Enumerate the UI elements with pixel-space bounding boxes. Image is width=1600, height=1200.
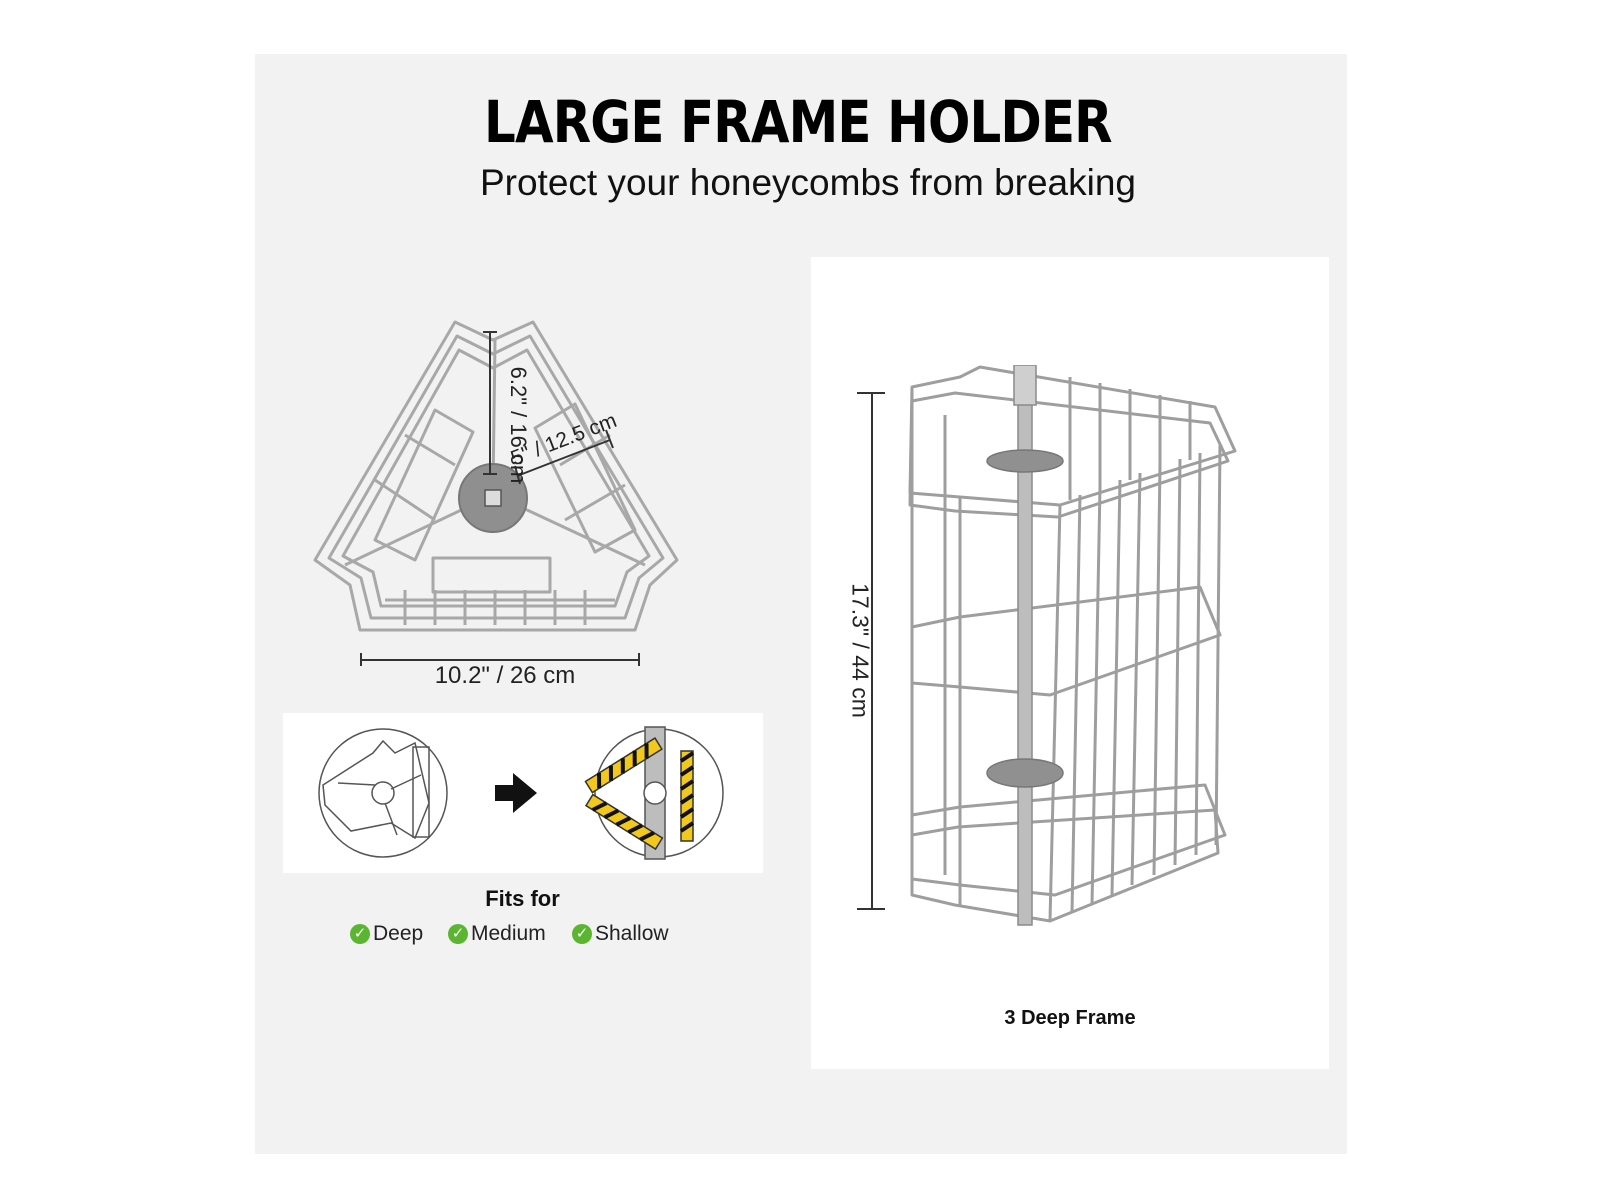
width-dimension-line: [360, 653, 640, 673]
fits-for-list: ✓ Deep ✓ Medium ✓ Shallow: [350, 922, 690, 952]
check-icon: ✓: [350, 924, 370, 944]
upper-hub-plate: [986, 449, 1064, 473]
fit-item-label: Deep: [373, 922, 424, 945]
fit-item-deep: ✓ Deep: [350, 922, 423, 946]
check-icon: ✓: [572, 924, 592, 944]
top-view-width-label: 10.2" / 26 cm: [434, 662, 576, 689]
outer-rim: [313, 320, 679, 632]
side-view-caption: 3 Deep Frame: [1004, 1007, 1136, 1029]
fit-item-medium: ✓ Medium: [448, 922, 546, 946]
fit-item-shallow: ✓ Shallow: [572, 922, 669, 946]
hub-shaft: [484, 489, 502, 507]
basket-illustration: [908, 365, 1237, 926]
check-icon: ✓: [448, 924, 468, 944]
height-dimension-line: [857, 392, 887, 910]
page-subtitle: Protect your honeycombs from breaking: [479, 162, 1137, 203]
page-title: LARGE FRAME HOLDER: [484, 88, 1113, 156]
center-shaft: [1017, 365, 1033, 926]
top-view-height-label: 6.2" / 16 cm: [506, 366, 531, 484]
loaded-holder-diagram: [584, 726, 724, 860]
fits-for-title: Fits for: [485, 886, 560, 911]
side-view-height-label: 17.3" / 44 cm: [847, 583, 874, 718]
middle-rim: [327, 334, 665, 620]
empty-holder-diagram: [318, 728, 448, 858]
inner-rim: [341, 348, 651, 608]
top-view-illustration: [313, 320, 679, 632]
lower-hub-plate: [986, 758, 1064, 788]
frame-fit-diagram: [283, 713, 763, 873]
fit-item-label: Medium: [471, 922, 546, 945]
fit-item-label: Shallow: [595, 922, 669, 945]
arrow-right-icon: [495, 773, 537, 813]
